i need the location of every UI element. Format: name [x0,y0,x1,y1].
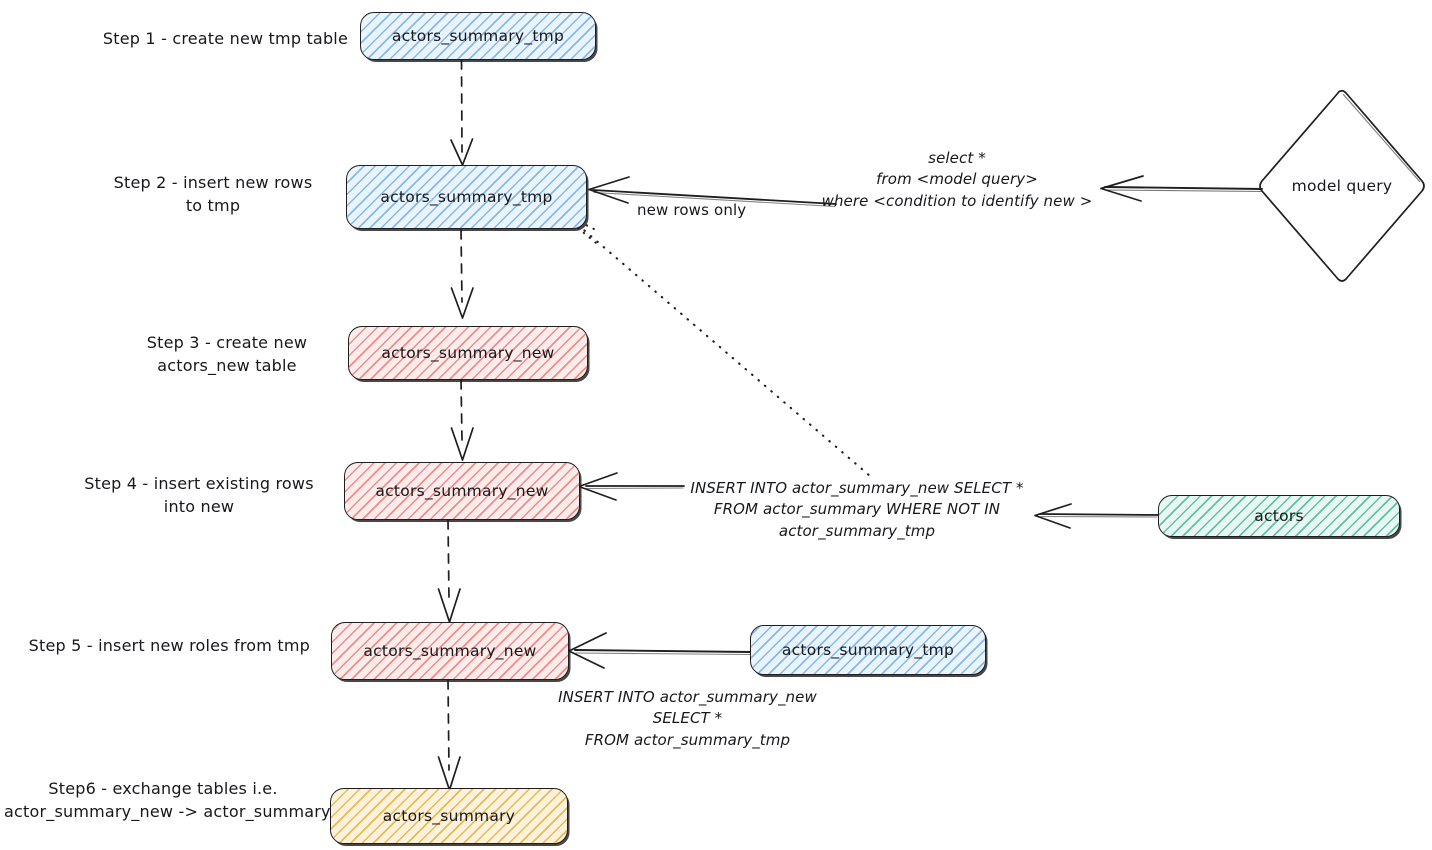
step-label-1: Step 1 - create new tmp table [102,29,348,48]
step-label-6: Step6 - exchange tables i.e. actor_summa… [4,779,331,821]
diamond-shape-icon [1259,89,1425,282]
node-actors-summary-tmp-step2[interactable]: actors_summary_tmp [346,165,587,229]
node-label: actors_summary [382,807,516,825]
node-actors-summary-tmp-step5[interactable]: actors_summary_tmp [750,625,986,675]
node-actors-summary-new-step5[interactable]: actors_summary_new [331,622,569,680]
connector-actors-to-insertexisting [1034,503,1159,529]
diamond-label: model query [1291,177,1393,195]
node-label: actors_summary_new [363,642,537,660]
connector-insertexisting-to-new4 [578,472,685,501]
connector-new5-to-summary6 [437,679,461,791]
node-label: actors_summary_tmp [781,641,955,659]
node-label: actors_summary_new [375,482,549,500]
connector-new4-to-new5 [437,519,461,623]
connector-new3-to-new4 [450,379,474,461]
node-actors-source[interactable]: actors [1158,495,1400,537]
node-model-query-diamond[interactable]: model query [1257,88,1427,284]
node-label: actors_summary_new [381,344,555,362]
step-label-2: Step 2 - insert new rows to tmp [113,173,313,215]
step-label-3: Step 3 - create new actors_new table [146,333,308,375]
annotation-insert-new-roles-sql: INSERT INTO actor_summary_new SELECT * F… [558,688,817,749]
annotation-insert-existing-sql: INSERT INTO actor_summary_new SELECT * F… [690,479,1024,540]
connector-tmp2-dotted-to-step4 [576,221,872,478]
step-label-4: Step 4 - insert existing rows into new [84,474,314,516]
node-label: actors [1254,507,1304,525]
connector-tmp5-to-new5 [568,632,752,669]
step-label-5: Step 5 - insert new roles from tmp [28,636,310,655]
connector-modelquery-to-tmp2 [1100,175,1263,202]
node-actors-summary-step6[interactable]: actors_summary [330,788,568,844]
annotation-model-query-sql: select * from <model query> where <condi… [821,149,1093,210]
node-actors-summary-new-step3[interactable]: actors_summary_new [348,326,588,380]
node-actors-summary-new-step4[interactable]: actors_summary_new [344,462,580,520]
annotation-new-rows-only: new rows only [637,201,747,219]
connector-tmp1-to-tmp2 [450,59,474,166]
node-actors-summary-tmp-step1[interactable]: actors_summary_tmp [360,12,596,60]
connector-tmp2-to-new3 [450,229,474,319]
node-label: actors_summary_tmp [391,27,565,45]
node-label: actors_summary_tmp [380,188,553,206]
